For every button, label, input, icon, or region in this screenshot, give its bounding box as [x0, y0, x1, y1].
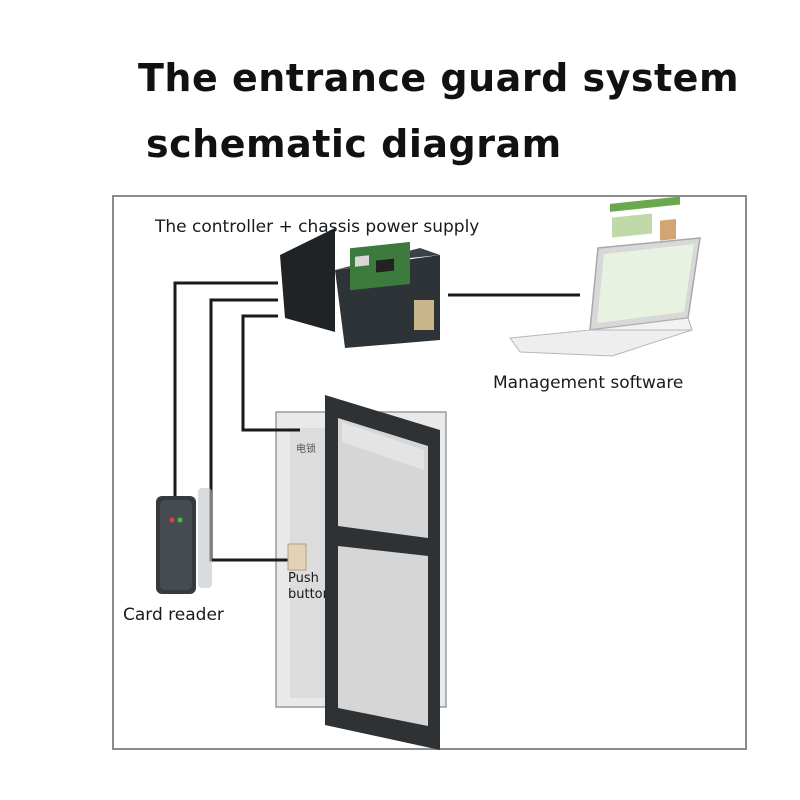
- push-button-device: [287, 543, 307, 571]
- push-button-label-line2: button: [288, 587, 325, 602]
- wire-electric-lock: [241, 314, 300, 432]
- wiring: [173, 281, 580, 562]
- door: [325, 395, 440, 750]
- diagram-frame: [112, 195, 747, 750]
- wire-card-reader: [173, 281, 278, 498]
- wire-push-button: [209, 298, 290, 562]
- laptop-computer: [509, 196, 701, 357]
- diagram-title-line2: schematic diagram: [146, 122, 562, 166]
- electric-lock-label: 电锁: [296, 444, 316, 455]
- software-label: Management software: [493, 373, 684, 393]
- card-reader-label: Card reader: [123, 605, 224, 625]
- controller-box: [280, 228, 440, 348]
- card-reader-device: [156, 488, 212, 594]
- controller-label: The controller + chassis power supply: [155, 217, 480, 237]
- diagram-title-line1: The entrance guard system: [138, 56, 740, 100]
- push-button-label-line1: Push: [288, 571, 319, 586]
